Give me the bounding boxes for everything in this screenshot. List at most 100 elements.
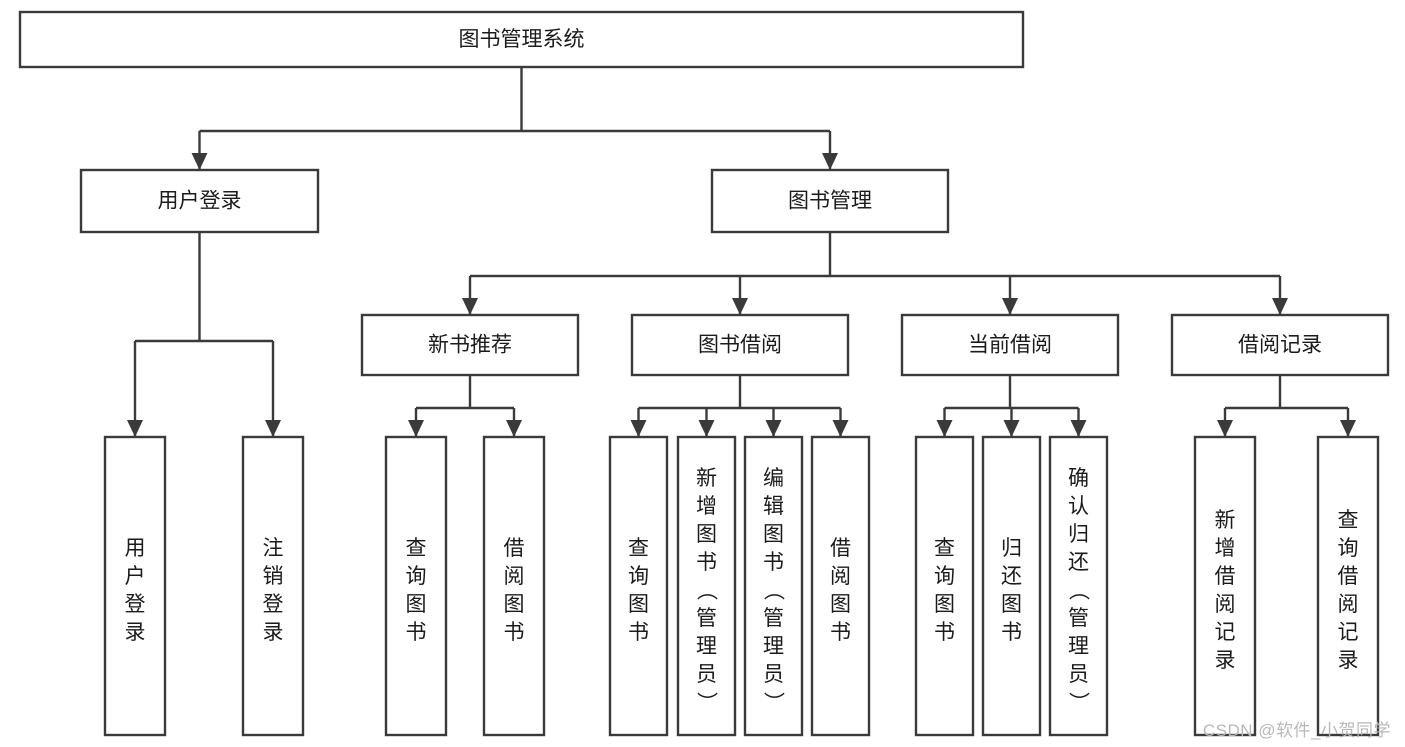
node-borrow-record[interactable]: 借阅记录	[1170, 313, 1390, 377]
arrow-head-icon	[127, 420, 143, 437]
svg-text:记: 记	[1215, 621, 1236, 644]
svg-text:书: 书	[504, 621, 525, 644]
svg-text:员: 员	[1068, 663, 1089, 686]
node-label: 新书推荐	[428, 334, 512, 357]
svg-text:还: 还	[1068, 551, 1089, 574]
svg-text:理: 理	[763, 635, 784, 658]
svg-text:管: 管	[763, 607, 784, 630]
arrow-head-icon	[265, 420, 281, 437]
node-current-borrow[interactable]: 当前借阅	[900, 313, 1120, 377]
edge-group-book-manage	[462, 232, 1288, 315]
svg-text:管: 管	[1068, 607, 1089, 630]
node-root[interactable]: 图书管理系统	[18, 10, 1025, 69]
svg-text:编: 编	[763, 467, 784, 490]
arrow-head-icon	[462, 298, 478, 315]
svg-text:借: 借	[504, 537, 525, 560]
node-label: 图书借阅	[698, 334, 782, 357]
svg-text:新: 新	[1215, 509, 1236, 532]
arrow-head-icon	[630, 420, 647, 437]
node-user-login[interactable]: 用户登录	[79, 168, 320, 234]
svg-text:询: 询	[1338, 537, 1359, 560]
svg-text:（: （	[762, 580, 785, 601]
svg-text:录: 录	[263, 621, 284, 644]
arrow-head-icon	[1002, 298, 1018, 315]
node-book-manage[interactable]: 图书管理	[710, 168, 950, 234]
node-box	[981, 435, 1042, 737]
arrow-head-icon	[506, 420, 522, 437]
svg-text:图: 图	[1001, 593, 1022, 616]
arrow-head-icon	[822, 153, 838, 170]
arrow-head-icon	[698, 420, 715, 437]
arrow-head-icon	[1003, 420, 1020, 437]
arrow-head-icon	[191, 153, 208, 170]
svg-text:）: ）	[695, 692, 718, 713]
node-book-borrow[interactable]: 图书借阅	[630, 313, 850, 377]
svg-text:书: 书	[406, 621, 427, 644]
svg-text:记: 记	[1338, 621, 1359, 644]
node-label: 借阅记录	[1238, 334, 1322, 357]
svg-text:图: 图	[406, 593, 427, 616]
svg-text:图: 图	[763, 523, 784, 546]
svg-text:书: 书	[696, 551, 717, 574]
svg-text:理: 理	[1068, 635, 1089, 658]
svg-text:新: 新	[696, 467, 717, 490]
svg-text:录: 录	[1215, 649, 1236, 672]
svg-text:认: 认	[1068, 495, 1089, 518]
svg-text:归: 归	[1001, 537, 1022, 560]
arrow-head-icon	[1272, 298, 1288, 315]
svg-text:查: 查	[934, 537, 955, 560]
svg-text:销: 销	[263, 565, 284, 588]
arrow-head-icon	[408, 420, 424, 437]
svg-text:阅: 阅	[1215, 593, 1236, 616]
svg-text:图: 图	[504, 593, 525, 616]
node-box	[1193, 435, 1257, 737]
edge-group-new-book-rec	[408, 375, 522, 437]
svg-text:）: ）	[762, 692, 785, 713]
svg-text:理: 理	[696, 635, 717, 658]
svg-text:员: 员	[696, 663, 717, 686]
svg-text:图: 图	[696, 523, 717, 546]
node-box	[103, 435, 167, 737]
svg-text:辑: 辑	[763, 495, 784, 518]
svg-text:图: 图	[830, 593, 851, 616]
node-box	[241, 435, 305, 737]
arrow-head-icon	[1217, 420, 1233, 437]
node-label: 当前借阅	[968, 334, 1052, 357]
svg-text:确: 确	[1068, 467, 1089, 490]
svg-text:查: 查	[406, 537, 427, 560]
node-new-book-rec[interactable]: 新书推荐	[360, 313, 580, 377]
node-leaf-user-login[interactable]: 用户登录	[103, 435, 167, 737]
svg-text:询: 询	[628, 565, 649, 588]
node-box	[676, 435, 737, 737]
svg-text:录: 录	[125, 621, 146, 644]
svg-text:书: 书	[763, 551, 784, 574]
node-box	[630, 313, 850, 377]
node-label: 用户登录	[125, 537, 146, 644]
watermark-label: CSDN @软件_小贺同学	[1202, 721, 1391, 740]
svg-text:录: 录	[1338, 649, 1359, 672]
arrow-head-icon	[765, 420, 782, 437]
node-box	[900, 313, 1120, 377]
svg-text:员: 员	[763, 663, 784, 686]
